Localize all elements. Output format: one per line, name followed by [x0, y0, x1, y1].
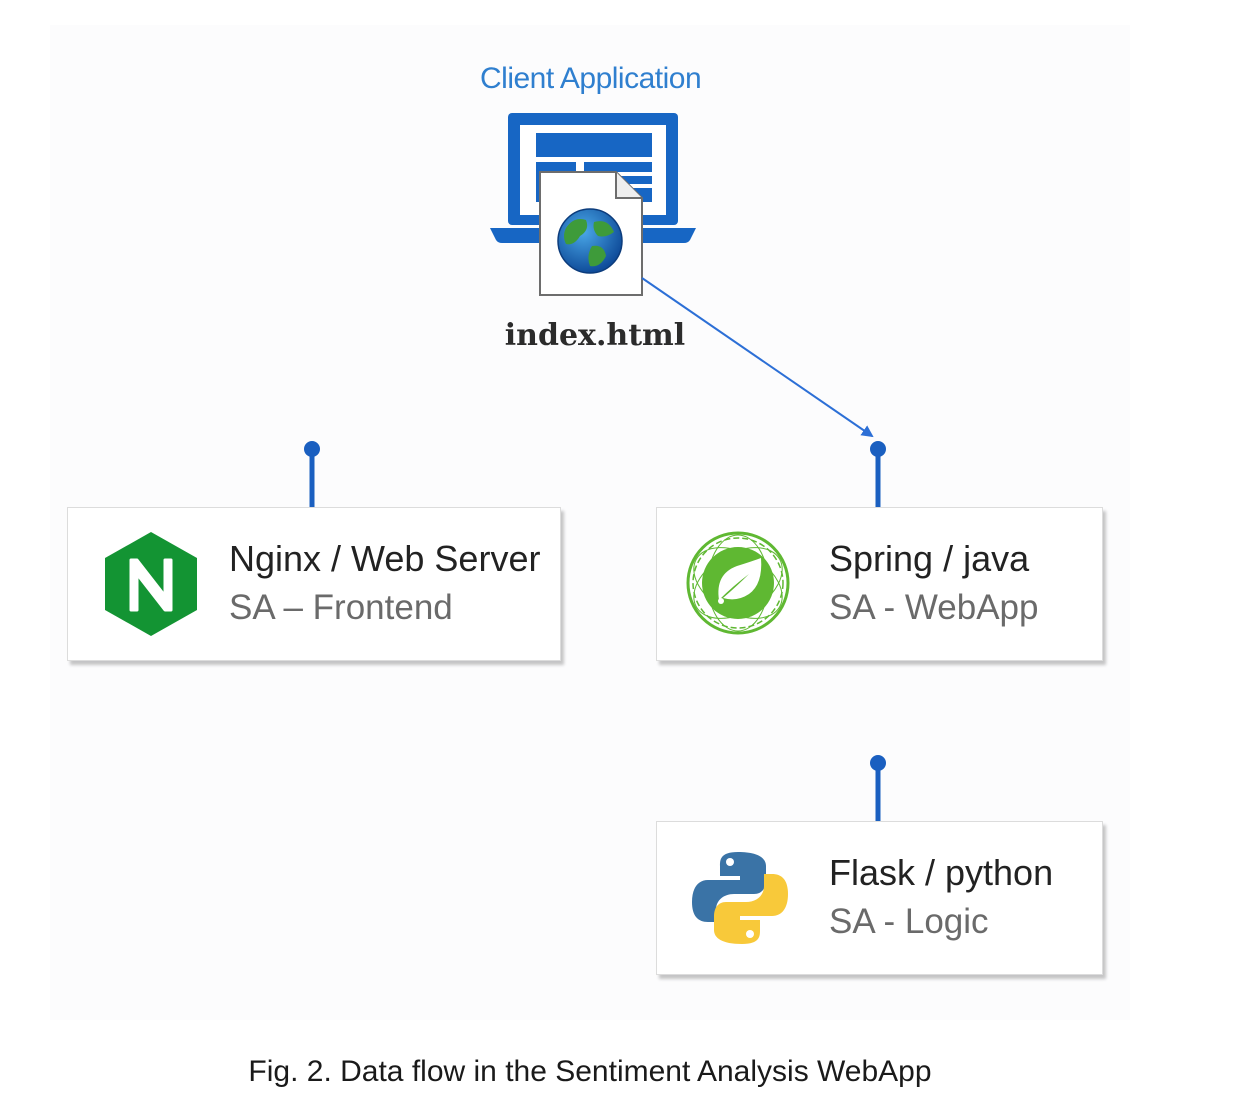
flask-title: Flask / python	[829, 852, 1054, 893]
spring-card: Spring / java SA - WebApp	[656, 507, 1103, 661]
index-html-label: index.html	[504, 318, 686, 353]
nginx-title: Nginx / Web Server	[229, 538, 541, 579]
nginx-card: Nginx / Web Server SA – Frontend	[67, 507, 561, 661]
spring-logo-icon	[686, 531, 790, 635]
flask-role: SA - Logic	[829, 902, 989, 941]
nginx-logo-icon	[105, 532, 197, 636]
flask-card: Flask / python SA - Logic	[656, 821, 1103, 975]
flow-arrow-index-to-spring	[641, 277, 874, 438]
connector-flask	[870, 755, 886, 822]
python-logo-icon	[692, 852, 788, 944]
nginx-role: SA – Frontend	[229, 588, 453, 627]
html-document-icon	[539, 171, 643, 296]
connector-nginx	[304, 441, 320, 508]
client-application-title: Client Application	[480, 62, 702, 95]
connector-spring	[870, 441, 886, 508]
spring-title: Spring / java	[829, 538, 1030, 579]
spring-role: SA - WebApp	[829, 588, 1039, 627]
figure-caption: Fig. 2. Data flow in the Sentiment Analy…	[248, 1055, 932, 1088]
globe-icon	[557, 208, 623, 274]
